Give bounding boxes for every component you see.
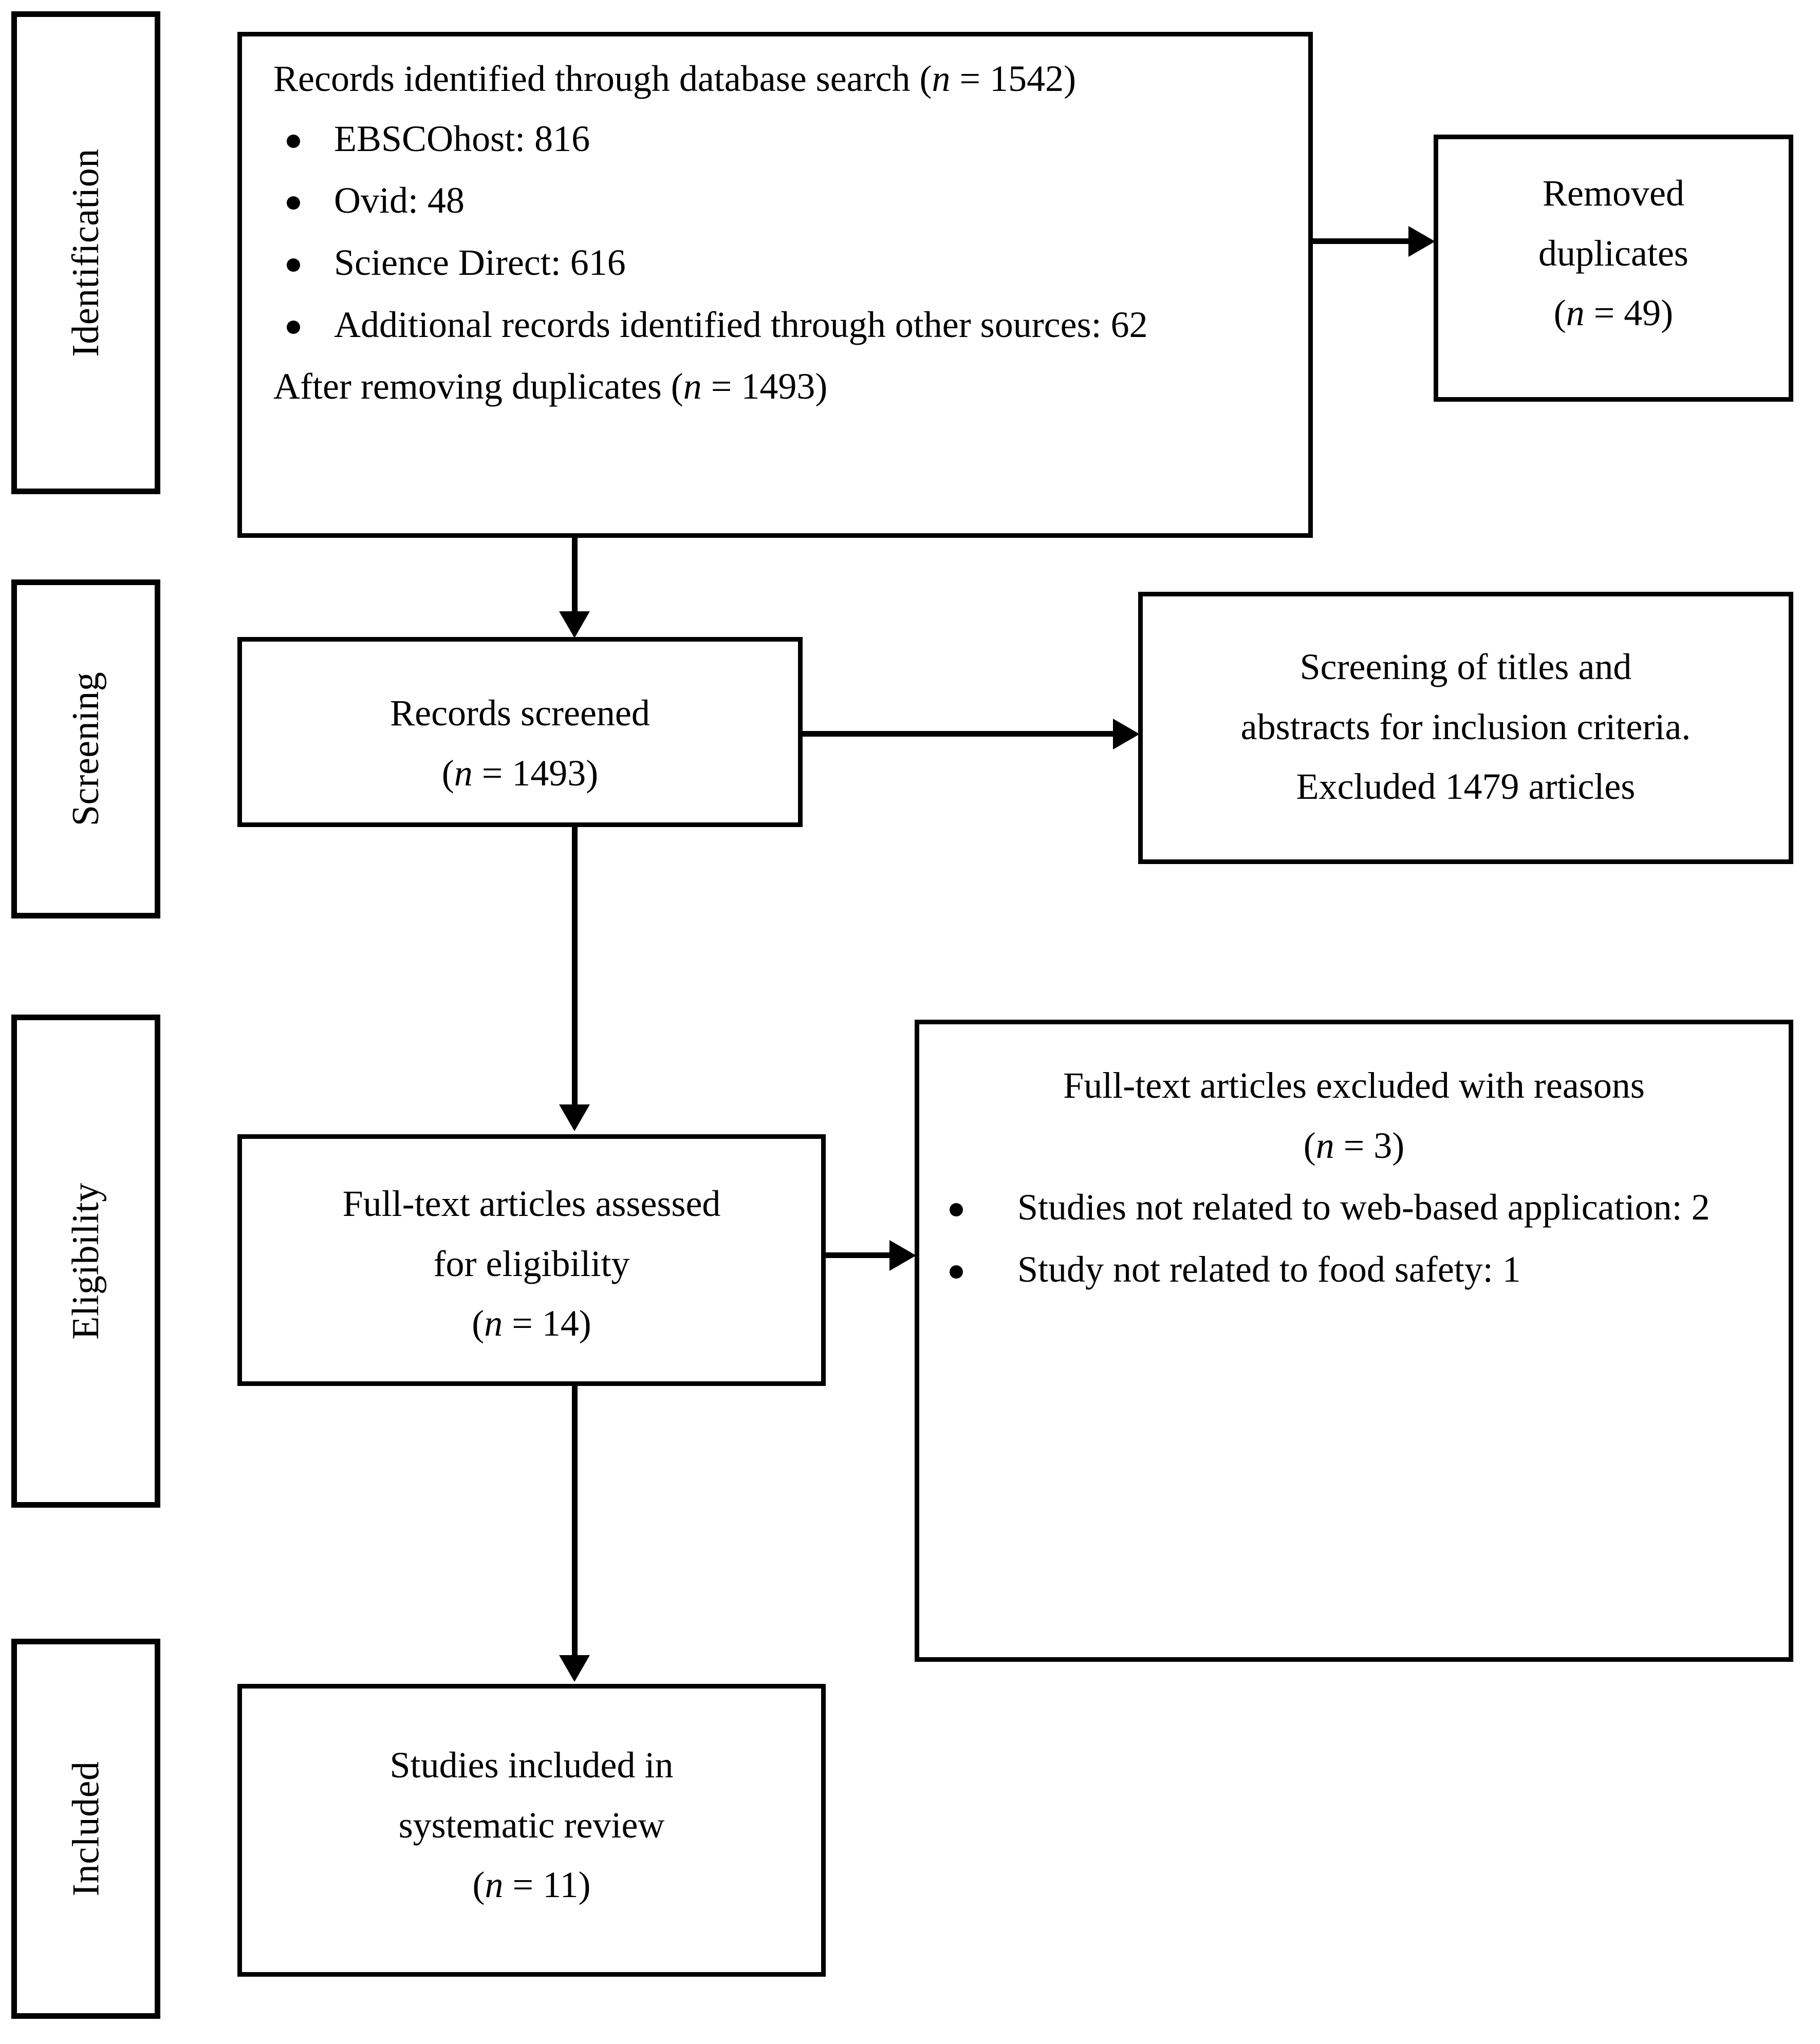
box-studies-included [237,1684,826,1977]
connector-screened-to-fulltext [572,827,578,1112]
heading-prefix: Records identified through database sear… [273,58,932,99]
arrow-fulltext-to-excluded [889,1240,916,1271]
fulltext-excluded-heading: Full-text articles excluded with reasons [1063,1065,1645,1106]
count-prefix: ( [441,752,454,794]
count-suffix: = 14) [503,1303,591,1344]
removed-duplicates-count: (n = 49) [1439,283,1788,343]
count-prefix: ( [472,1303,485,1344]
fulltext-assessed-content: Full-text articles assessed for eligibil… [243,1174,821,1354]
count-suffix: = 11) [503,1864,591,1906]
arrow-screened-to-criteria [1113,719,1140,749]
records-identified-content: Records identified through database sear… [257,49,1295,417]
fulltext-assessed-count: (n = 14) [243,1293,821,1354]
box-fulltext-excluded [915,1020,1793,1662]
heading-suffix: = 1542) [950,58,1076,99]
count-n-symbol: n [454,752,473,794]
records-identified-heading: Records identified through database sear… [257,49,1295,109]
box-removed-duplicates [1434,135,1793,402]
box-screening-criteria [1138,592,1793,864]
arrow-identified-to-removed [1408,226,1435,257]
list-item: Science Direct: 616 [257,233,1295,293]
count-prefix: ( [1303,1124,1316,1166]
stage-label-identification: Identification [65,148,107,357]
connector-fulltext-to-included [572,1386,578,1663]
list-item: EBSCOhost: 816 [257,109,1295,169]
connector-identified-to-screened [572,538,578,620]
count-suffix: = 3) [1334,1124,1405,1166]
count-n-symbol: n [1566,292,1585,334]
list-item: Additional records identified through ot… [257,295,1295,355]
stage-box-included: Included [11,1639,160,2019]
stage-label-screening: Screening [65,671,107,827]
list-item: Study not related to food safety: 1 [920,1240,1788,1300]
records-screened-count: (n = 1493) [243,743,797,803]
removed-duplicates-line2: duplicates [1538,232,1688,274]
heading-n-symbol: n [932,58,951,99]
arrow-fulltext-to-included [559,1655,590,1682]
stage-box-eligibility: Eligibility [11,1015,160,1508]
count-prefix: ( [472,1864,485,1906]
fulltext-excluded-content: Full-text articles excluded with reasons… [920,1056,1788,1302]
removed-duplicates-content: Removed duplicates (n = 49) [1439,163,1788,343]
footer-n-symbol: n [683,366,702,407]
count-suffix: = 49) [1584,292,1674,334]
footer-suffix: = 1493) [701,366,828,407]
fulltext-excluded-reason-list: Studies not related to web-based applica… [920,1177,1788,1299]
studies-included-line2: systematic review [398,1804,665,1846]
records-identified-source-list: EBSCOhost: 816 Ovid: 48 Science Direct: … [257,109,1295,355]
screening-criteria-line1: Screening of titles and [1299,646,1632,687]
records-identified-footer: After removing duplicates (n = 1493) [257,357,1295,417]
studies-included-count: (n = 11) [243,1855,821,1915]
connector-screened-to-criteria [803,731,1116,737]
box-records-screened [237,637,803,827]
screening-criteria-content: Screening of titles and abstracts for in… [1143,637,1788,817]
count-prefix: ( [1553,292,1566,334]
count-n-symbol: n [1315,1124,1334,1166]
records-screened-line1: Records screened [390,692,650,734]
box-records-identified [237,32,1313,538]
screening-criteria-line3: Excluded 1479 articles [1296,766,1636,808]
screening-criteria-line2: abstracts for inclusion criteria. [1240,706,1691,747]
box-fulltext-assessed [237,1134,826,1386]
fulltext-assessed-line1: Full-text articles assessed [342,1183,721,1224]
arrow-screened-to-fulltext [559,1104,590,1131]
studies-included-content: Studies included in systematic review (n… [243,1735,821,1915]
arrow-identified-to-screened [559,611,590,638]
connector-identified-to-removed [1313,238,1410,244]
count-n-symbol: n [485,1864,504,1906]
stage-box-identification: Identification [11,11,160,494]
records-screened-content: Records screened (n = 1493) [243,683,797,803]
count-suffix: = 1493) [472,752,599,794]
list-item: Ovid: 48 [257,171,1295,231]
removed-duplicates-line1: Removed [1543,173,1684,214]
stage-label-eligibility: Eligibility [65,1183,107,1340]
fulltext-excluded-count: (n = 3) [920,1116,1788,1176]
stage-label-included: Included [65,1761,107,1897]
connector-fulltext-to-excluded [826,1252,893,1258]
count-n-symbol: n [484,1303,503,1344]
fulltext-assessed-line2: for eligibility [433,1243,630,1284]
list-item: Studies not related to web-based applica… [920,1177,1788,1237]
footer-prefix: After removing duplicates ( [273,366,683,407]
stage-box-screening: Screening [11,579,160,918]
studies-included-line1: Studies included in [389,1745,674,1786]
